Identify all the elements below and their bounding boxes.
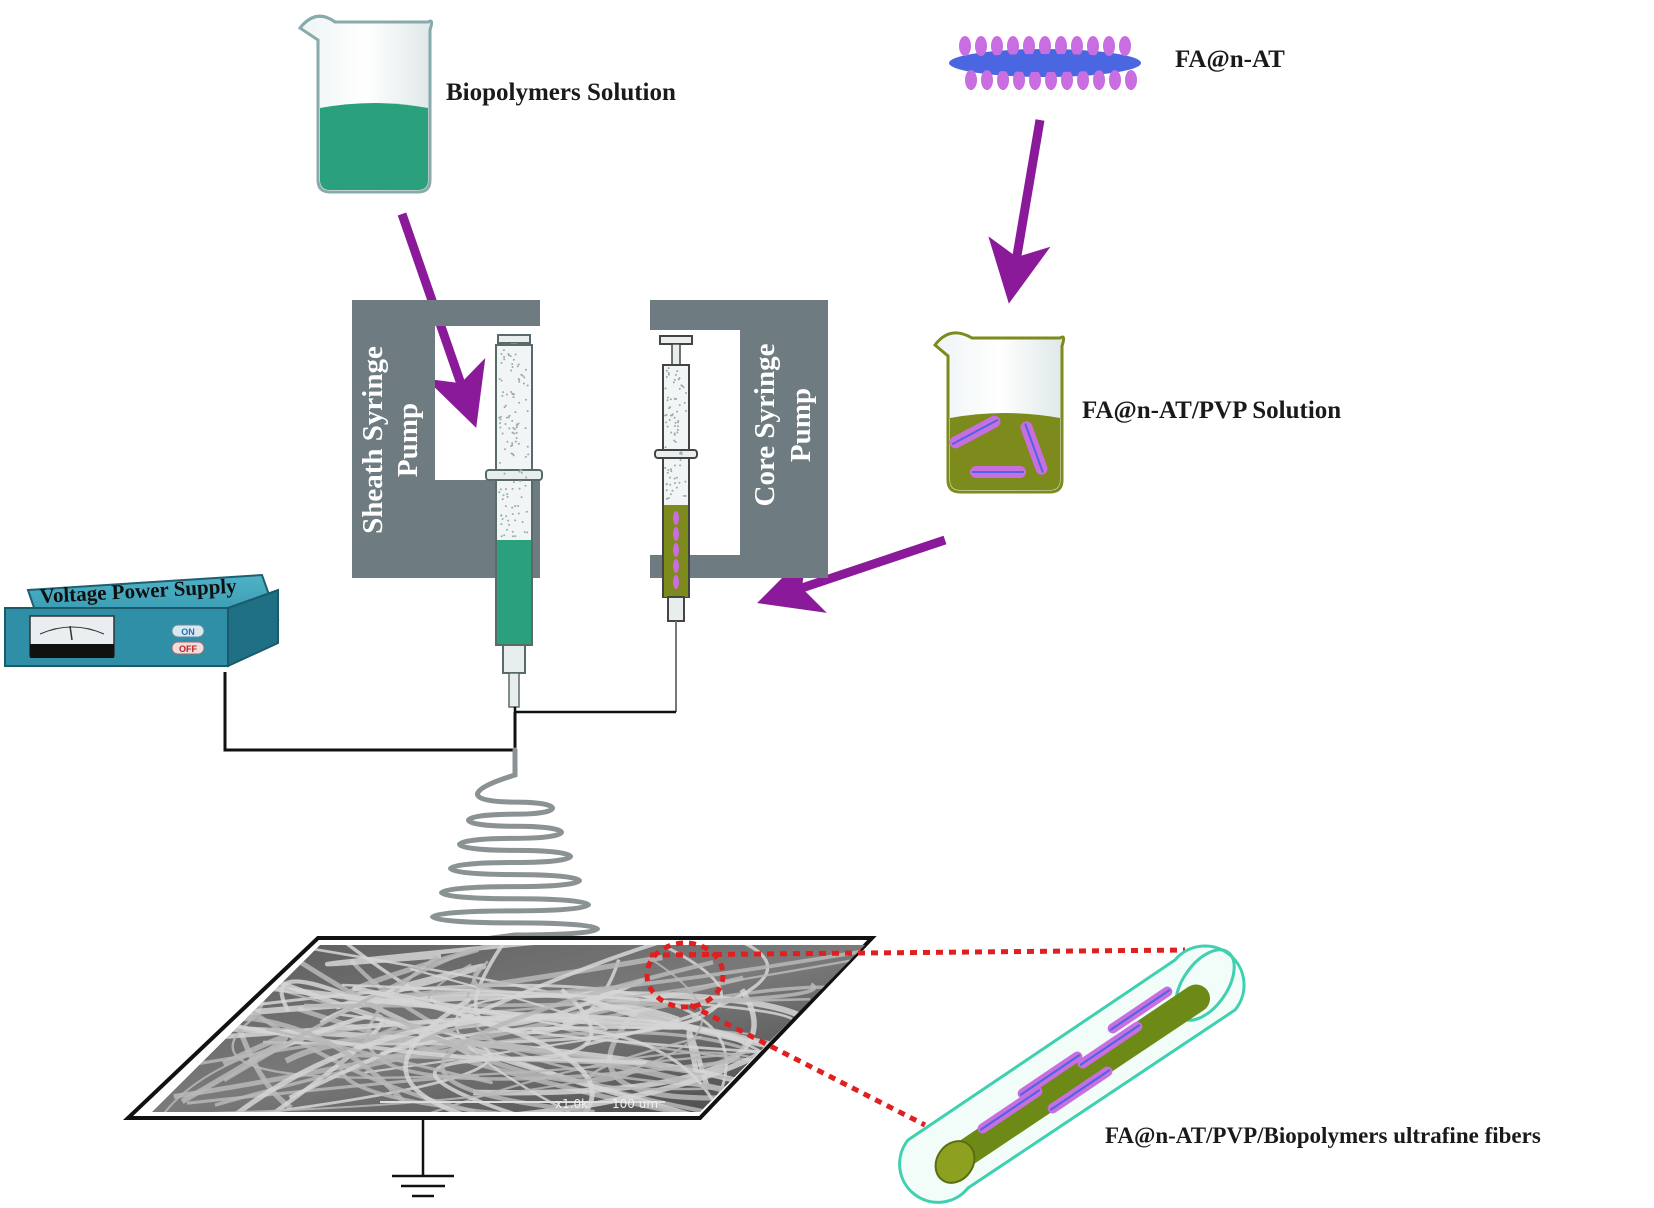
sheath-syringe-pump: Sheath Syringe Pump bbox=[352, 300, 540, 578]
fa-nat-pvp-solution-label: FA@n-AT/PVP Solution bbox=[1082, 397, 1341, 424]
core-sheath-fiber-icon bbox=[898, 944, 1246, 1204]
sheath-syringe-icon bbox=[485, 334, 543, 708]
sheath-pump-label-line1: Sheath Syringe bbox=[357, 346, 389, 534]
core-syringe-pump: Core Syringe Pump bbox=[650, 300, 828, 578]
fibers-label: FA@n-AT/PVP/Biopolymers ultrafine fibers bbox=[1105, 1123, 1541, 1149]
svg-text:OFF: OFF bbox=[179, 644, 197, 654]
polymer-jet bbox=[430, 747, 600, 948]
core-pump-label-line2: Pump bbox=[785, 388, 817, 462]
biopolymers-solution-label: Biopolymers Solution bbox=[446, 79, 676, 106]
core-pump-label-line1: Core Syringe bbox=[749, 343, 781, 506]
core-syringe-icon bbox=[654, 335, 698, 712]
wire bbox=[223, 672, 517, 752]
collector-plate: x1.0k 100 um bbox=[122, 936, 877, 1120]
fa-nat-label: FA@n-AT bbox=[1175, 46, 1285, 73]
off-switch[interactable]: OFF bbox=[171, 641, 205, 655]
wire bbox=[513, 707, 676, 714]
svg-text:ON: ON bbox=[181, 627, 195, 637]
arrow-icon bbox=[988, 119, 1051, 304]
biopolymers-beaker-icon bbox=[297, 14, 434, 194]
voltage-power-supply: Voltage Power Supply ON OFF bbox=[4, 574, 280, 668]
arrow-icon bbox=[757, 535, 947, 613]
sem-scale-bar: 100 um bbox=[612, 1097, 658, 1111]
sem-magnification: x1.0k bbox=[555, 1097, 588, 1111]
on-switch[interactable]: ON bbox=[171, 624, 205, 638]
ground-icon bbox=[392, 1118, 454, 1198]
fa-nat-particle-icon bbox=[949, 36, 1141, 90]
fa-nat-pvp-beaker-icon bbox=[932, 331, 1066, 494]
sheath-pump-label-line2: Pump bbox=[392, 403, 424, 477]
zoom-indicator bbox=[644, 940, 1186, 1128]
